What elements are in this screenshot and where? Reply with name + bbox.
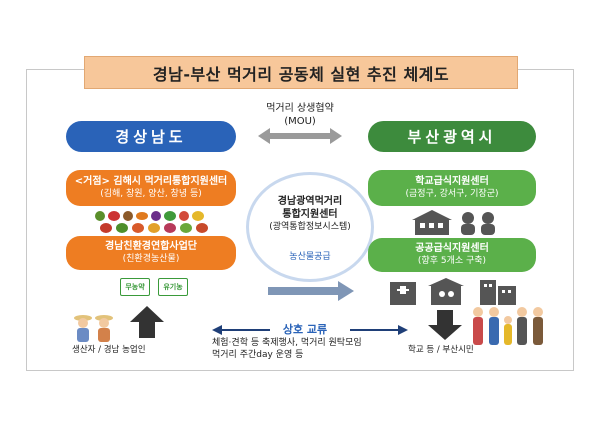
public-buildings-icon bbox=[390, 278, 516, 305]
school-meal-sub: (금정구, 강서구, 기장군) bbox=[405, 189, 499, 199]
center-line2: 통합지원센터 bbox=[282, 209, 338, 220]
supply-label: 농산물공급 bbox=[289, 252, 331, 262]
badge-organic: 유기농 bbox=[158, 278, 188, 296]
exchange-desc-line1: 체험·견학 등 축제행사, 먹거리 원탁모임 bbox=[212, 338, 362, 348]
center-line1: 경남광역먹거리 bbox=[277, 196, 343, 207]
mou-line2: (MOU) bbox=[284, 116, 316, 127]
coop-title: 경남친환경연합사업단 bbox=[105, 241, 197, 252]
citizens-icon bbox=[473, 307, 543, 345]
mou-double-arrow-icon bbox=[258, 128, 342, 144]
supply-arrow-icon bbox=[268, 281, 354, 301]
gyeongnam-caption: 생산자 / 경남 농업인 bbox=[72, 345, 146, 355]
down-arrow-icon bbox=[428, 310, 462, 340]
gimhae-hub-box: <거점> 김해시 먹거리통합지원센터 (김해, 창원, 양산, 창녕 등) bbox=[66, 170, 236, 206]
gyeongnam-label: 경상남도 bbox=[66, 121, 236, 152]
exchange-double-arrow-icon bbox=[212, 325, 408, 335]
public-meal-box: 공공급식지원센터 (향후 5개소 구축) bbox=[368, 238, 536, 272]
exchange-label: 상호 교류 bbox=[282, 323, 328, 336]
public-meal-sub: (향후 5개소 구축) bbox=[417, 256, 487, 266]
up-arrow-icon bbox=[130, 306, 164, 338]
mou-label: 먹거리 상생협약 (MOU) bbox=[240, 102, 360, 128]
farmers-icon bbox=[74, 315, 113, 342]
center-sub: (광역통합정보시스템) bbox=[269, 222, 351, 232]
coop-sub: (친환경농산물) bbox=[122, 254, 180, 264]
school-meal-box: 학교급식지원센터 (금정구, 강서구, 기장군) bbox=[368, 170, 536, 206]
exchange-description: 체험·견학 등 축제행사, 먹거리 원탁모임 먹거리 주간day 운영 등 bbox=[212, 337, 412, 361]
busan-label: 부산광역시 bbox=[368, 121, 536, 152]
center-circle bbox=[246, 172, 374, 282]
diagram-title: 경남-부산 먹거리 공동체 실현 추진 체계도 bbox=[84, 56, 518, 89]
vegetables-icon bbox=[95, 211, 208, 233]
badge-pesticide-free: 무농약 bbox=[120, 278, 150, 296]
exchange-desc-line2: 먹거리 주간day 운영 등 bbox=[212, 350, 304, 360]
coop-box: 경남친환경연합사업단 (친환경농산물) bbox=[66, 236, 236, 270]
gimhae-hub-title: <거점> 김해시 먹거리통합지원센터 bbox=[74, 176, 228, 187]
public-meal-title: 공공급식지원센터 bbox=[415, 243, 489, 254]
center-label: 경남광역먹거리 통합지원센터 (광역통합정보시스템) bbox=[260, 195, 360, 241]
busan-caption: 학교 등 / 부산시민 bbox=[408, 345, 474, 355]
mou-line1: 먹거리 상생협약 bbox=[266, 103, 334, 114]
school-meal-title: 학교급식지원센터 bbox=[415, 176, 489, 187]
gimhae-hub-sub: (김해, 창원, 양산, 창녕 등) bbox=[100, 189, 202, 199]
school-children-icon bbox=[412, 210, 495, 235]
